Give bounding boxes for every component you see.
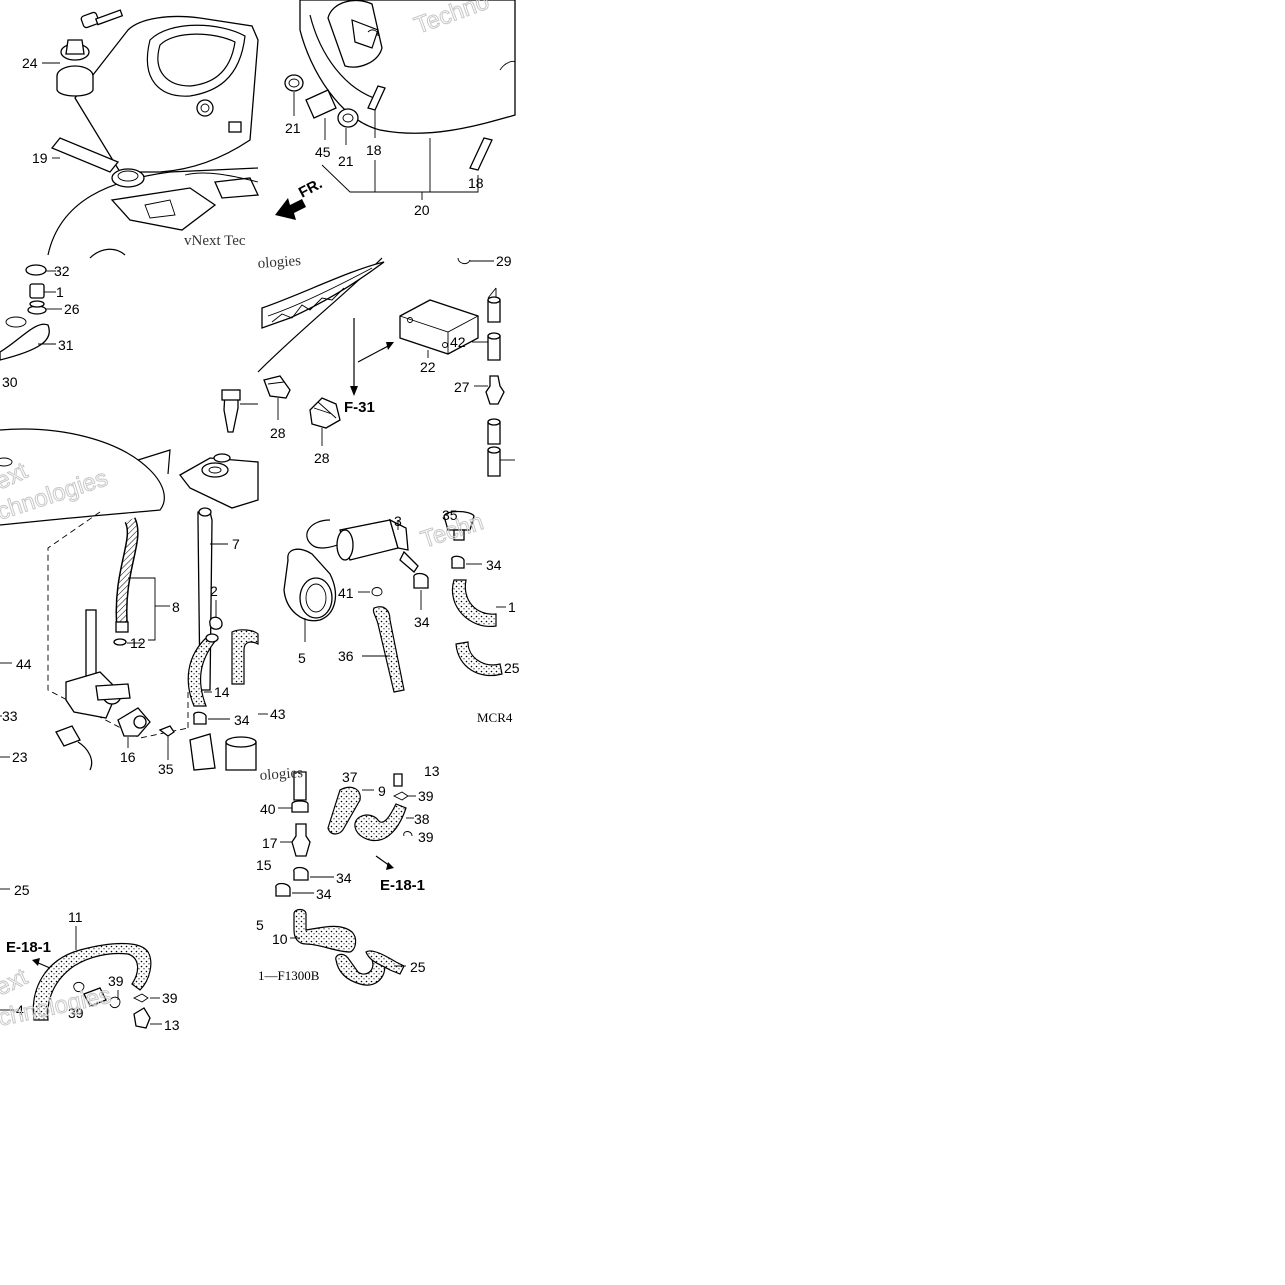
label-28-b: 28 [314, 450, 330, 466]
label-43: 43 [270, 706, 286, 722]
label-22: 22 [420, 359, 436, 375]
label-39-d: 39 [418, 788, 434, 804]
label-16: 16 [120, 749, 136, 765]
label-4: 4 [16, 1002, 24, 1018]
label-37: 37 [342, 769, 358, 785]
panel-hoses-bottom-left: 25 11 E-18-1 39 39 39 13 4 ext chnologie… [0, 882, 180, 1033]
label-29: 29 [496, 253, 512, 269]
watermark-ext-2: ext [0, 963, 32, 1001]
label-21-b: 21 [338, 153, 354, 169]
label-39-e: 39 [418, 829, 434, 845]
panel-hoses-bottom-right: 37 9 13 39 40 38 39 E-18-1 17 15 34 [256, 763, 440, 986]
label-25-c: 25 [410, 959, 426, 975]
label-32: 32 [54, 263, 70, 279]
label-5-a: 5 [298, 650, 306, 666]
label-8: 8 [172, 599, 180, 615]
ref-e18-1-a: E-18-1 [6, 939, 51, 956]
label-21-a: 21 [285, 120, 301, 136]
label-45: 45 [315, 144, 331, 160]
label-34-a: 34 [234, 712, 250, 728]
label-39-b: 39 [108, 973, 124, 989]
label-44: 44 [16, 656, 32, 672]
label-18-a: 18 [366, 142, 382, 158]
label-1-a: 1 [56, 284, 64, 300]
label-13-a: 13 [164, 1017, 180, 1033]
label-42: 42 [450, 334, 466, 350]
label-25-b: 25 [14, 882, 30, 898]
label-17: 17 [262, 835, 278, 851]
label-36: 36 [338, 648, 354, 664]
label-24: 24 [22, 55, 38, 71]
panel-tank-mid-right: F-31 29 22 42 27 28 [257, 253, 520, 725]
label-41: 41 [338, 585, 354, 601]
panel-tank-top-right: 21 45 21 18 18 20 FR. Techno [275, 0, 516, 220]
label-5-b: 5 [256, 917, 264, 933]
label-34-c: 34 [414, 614, 430, 630]
label-3: 3 [394, 513, 402, 529]
label-25-a: 25 [504, 660, 520, 676]
diagram-code-mcr4: MCR4 [477, 710, 513, 725]
label-18-b: 18 [468, 175, 484, 191]
label-34-e: 34 [316, 886, 332, 902]
label-9: 9 [378, 783, 386, 799]
label-20: 20 [414, 202, 430, 218]
label-40: 40 [260, 801, 276, 817]
label-13-b: 13 [424, 763, 440, 779]
label-34-b: 34 [486, 557, 502, 573]
label-35-b: 35 [442, 507, 458, 523]
label-7: 7 [232, 536, 240, 552]
panel-tank-top-left: 24 19 vNext Tec [22, 9, 259, 259]
label-15: 15 [256, 857, 272, 873]
ref-f31: F-31 [344, 399, 375, 416]
front-arrow-icon [275, 198, 306, 220]
watermark-vnext-1: vNext Tec [184, 233, 246, 249]
label-30: 30 [2, 374, 18, 390]
label-11: 11 [68, 909, 83, 925]
label-38: 38 [414, 811, 430, 827]
label-39-a: 39 [68, 1005, 84, 1021]
label-33: 33 [2, 708, 18, 724]
label-31: 31 [58, 337, 74, 353]
front-arrow-label: FR. [296, 175, 325, 201]
label-28-a: 28 [270, 425, 286, 441]
label-1-b: 1 [508, 599, 516, 615]
label-26: 26 [64, 301, 80, 317]
panel-tank-mid-left: 32 1 26 31 30 8 [0, 263, 286, 777]
label-39-c: 39 [162, 990, 178, 1006]
label-23: 23 [12, 749, 28, 765]
watermark-ologies-2: ologies [259, 765, 304, 784]
watermark-ologies-1: ologies [257, 253, 302, 272]
label-2: 2 [210, 583, 218, 599]
label-14: 14 [214, 684, 230, 700]
label-10: 10 [272, 931, 288, 947]
ref-e18-1-b: E-18-1 [380, 877, 425, 894]
diagram-code-f1300b: 1—F1300B [258, 968, 320, 983]
label-34-d: 34 [336, 870, 352, 886]
label-27: 27 [454, 379, 470, 395]
label-35-a: 35 [158, 761, 174, 777]
label-12: 12 [130, 635, 146, 651]
label-19: 19 [32, 150, 48, 166]
